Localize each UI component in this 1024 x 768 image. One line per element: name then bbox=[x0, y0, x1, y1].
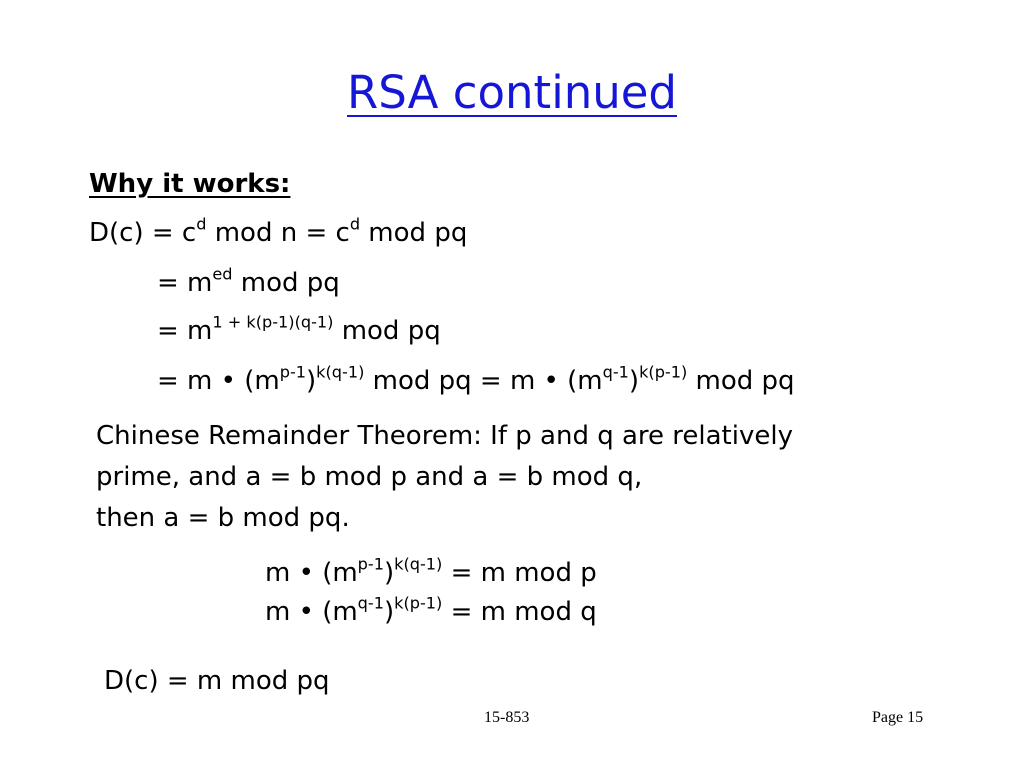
derivation-line-4: = m • (mp-1)k(q-1) mod pq = m • (mq-1)k(… bbox=[157, 362, 795, 396]
identity-mod-q: m • (mq-1)k(p-1) = m mod q bbox=[265, 593, 597, 627]
footer-course: 15-853 bbox=[484, 709, 530, 726]
conclusion: D(c) = m mod pq bbox=[104, 666, 330, 696]
section-heading: Why it works: bbox=[89, 169, 291, 199]
derivation-line-2: = med mod pq bbox=[157, 264, 340, 298]
derivation-line-3: = m1 + k(p-1)(q-1) mod pq bbox=[157, 312, 441, 346]
crt-statement-line-1: Chinese Remainder Theorem: If p and q ar… bbox=[96, 421, 793, 451]
crt-statement-line-2: prime, and a = b mod p and a = b mod q, bbox=[96, 462, 643, 492]
crt-statement-line-3: then a = b mod pq. bbox=[96, 503, 350, 533]
identity-mod-p: m • (mp-1)k(q-1) = m mod p bbox=[265, 554, 597, 588]
slide-title: RSA continued bbox=[347, 66, 677, 119]
footer-page-number: Page 15 bbox=[872, 709, 924, 726]
derivation-line-1: D(c) = cd mod n = cd mod pq bbox=[89, 214, 468, 248]
